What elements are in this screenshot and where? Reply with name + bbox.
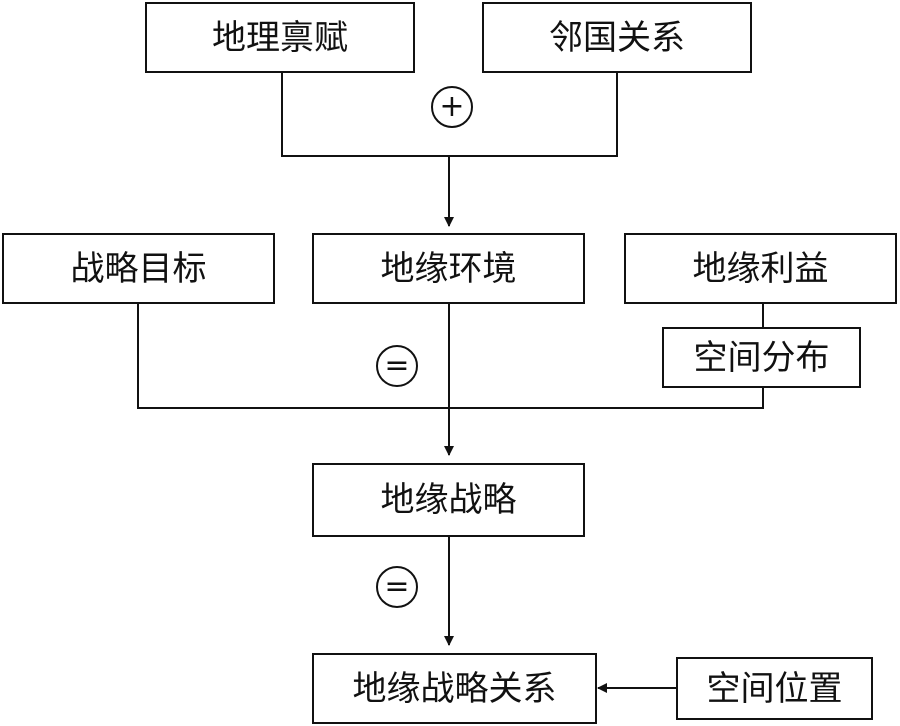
node-spatial-distribution: 空间分布 [662,327,861,388]
plus-operator: + [431,86,473,128]
node-spatial-position: 空间位置 [676,657,873,720]
node-geo-strategy: 地缘战略 [312,463,585,537]
middle-merge-connector [137,304,764,409]
equals-operator-1: = [376,345,418,387]
node-strategic-goals: 战略目标 [2,233,275,304]
node-geo-interests: 地缘利益 [624,233,897,304]
node-neighbor-relations: 邻国关系 [482,2,752,73]
equals-operator-2: = [376,566,418,608]
node-geo-environment: 地缘环境 [312,233,585,304]
node-geographic-endowment: 地理禀赋 [145,2,415,73]
node-geo-strategy-relations: 地缘战略关系 [312,653,597,724]
